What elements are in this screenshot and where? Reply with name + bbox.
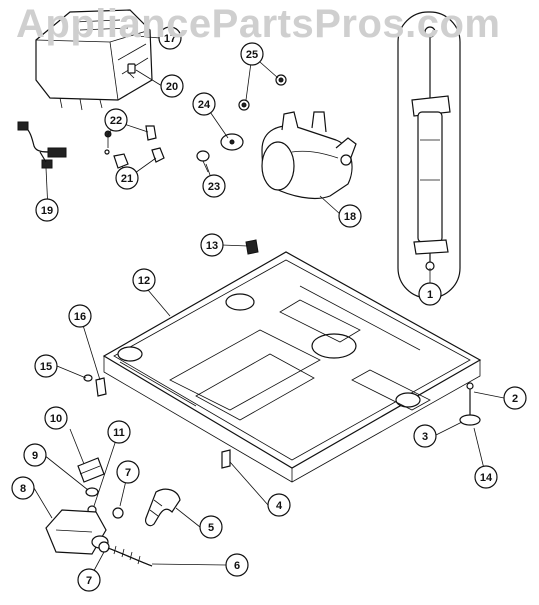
part-23-drawing [196,150,210,173]
callout-6-label: 6 [234,560,240,572]
callout-20-label: 20 [166,81,178,93]
callout-20: 20 [160,74,184,98]
callout-24: 24 [192,92,216,116]
callout-19-label: 19 [41,205,53,217]
callout-11-label: 11 [113,427,125,439]
callout-15: 15 [34,354,58,378]
callout-3: 3 [413,424,437,448]
callout-10: 10 [44,406,68,430]
callout-2-label: 2 [512,393,518,405]
callout-25: 25 [240,42,264,66]
part-6-drawing [107,545,153,567]
callout-21-label: 21 [121,173,133,185]
part-7b-drawing [98,541,110,553]
callout-3-label: 3 [422,431,428,443]
callout-1-label: 1 [427,289,433,301]
callout-14: 14 [474,465,498,489]
part-19-drawing [17,121,67,169]
part-3-drawing [459,414,481,426]
part-21-drawing [113,147,165,169]
callout-13-label: 13 [206,240,218,252]
part-18-drawing [261,111,357,200]
callout-23: 23 [202,174,226,198]
part-7a-drawing [112,507,124,519]
callout-14-label: 14 [480,472,493,484]
callout-2: 2 [503,386,527,410]
callout-7a-label: 7 [125,467,131,479]
callout-16-label: 16 [74,311,86,323]
callout-4: 4 [267,493,291,517]
callout-15-label: 15 [40,361,52,373]
callout-13: 13 [200,233,224,257]
callout-8: 8 [11,476,35,500]
callout-8-label: 8 [20,483,26,495]
part-22-drawing [104,125,157,155]
callout-21: 21 [115,166,139,190]
part-10-drawing [77,457,105,483]
callout-16: 16 [68,304,92,328]
callout-11: 11 [107,420,131,444]
callout-22-label: 22 [110,115,122,127]
callout-5-label: 5 [208,522,214,534]
callout-12: 12 [132,268,156,292]
part-9-drawing [85,487,99,515]
callout-19: 19 [35,198,59,222]
callouts: 1 2 3 4 5 6 7 [11,26,527,592]
callout-17: 17 [158,26,182,50]
callout-7a: 7 [116,460,140,484]
callout-9: 9 [23,443,47,467]
callout-7b: 7 [77,568,101,592]
callout-5: 5 [199,515,223,539]
part-5-drawing [145,488,181,527]
part-20-drawing [127,63,136,79]
callout-18: 18 [338,204,362,228]
callout-10-label: 10 [50,413,62,425]
part-1-drawing [397,11,461,299]
callout-17-label: 17 [164,33,176,45]
callout-24-label: 24 [198,99,211,111]
callout-4-label: 4 [276,500,283,512]
callout-25-label: 25 [246,49,258,61]
callout-12-label: 12 [138,275,150,287]
callout-18-label: 18 [344,211,356,223]
part-2-drawing [466,382,474,418]
part-12-drawing [102,251,482,483]
part-17-drawing [35,9,153,111]
callout-7b-label: 7 [86,575,92,587]
callout-23-label: 23 [208,181,220,193]
part-13-drawing [245,239,259,255]
callout-6: 6 [225,553,249,577]
leader-lines [33,35,505,579]
part-16-drawing [95,377,107,397]
part-25-drawing [238,74,287,111]
part-4-drawing [221,449,231,469]
callout-22: 22 [104,108,128,132]
callout-1: 1 [418,282,442,306]
part-24-drawing [220,133,244,151]
part-15-drawing [83,374,93,382]
callout-9-label: 9 [32,450,38,462]
